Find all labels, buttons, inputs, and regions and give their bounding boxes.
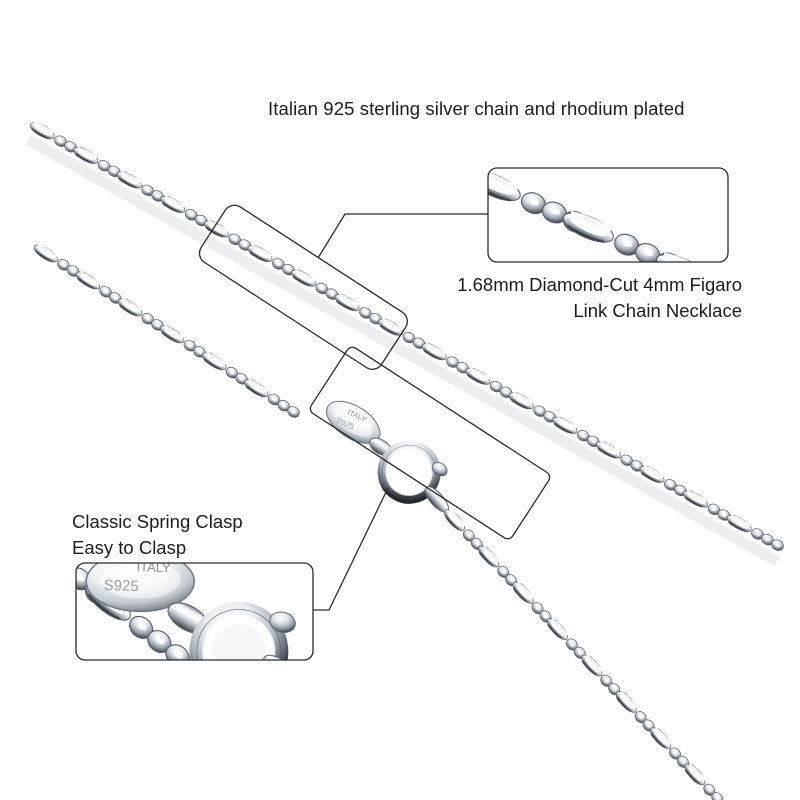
- headline-text: Italian 925 sterling silver chain and rh…: [268, 98, 685, 119]
- clasp-leader-line: [313, 487, 389, 611]
- clasp-callout-box[interactable]: [308, 345, 552, 541]
- stamp-s925-inset: S925: [103, 577, 139, 595]
- spring-clasp-main: ITALY S925: [326, 400, 734, 800]
- clasp-caption-text: Classic Spring Clasp Easy to Clasp: [72, 511, 243, 559]
- chain-strand-upper: [25, 118, 787, 567]
- figaro-leader-line: [317, 213, 488, 259]
- spring-clasp-detail-inset[interactable]: ITALY S925: [0, 498, 528, 800]
- stamp-italy-inset: ITALY: [136, 559, 171, 575]
- figaro-link-callout-box[interactable]: [195, 201, 411, 373]
- figaro-caption-text: 1.68mm Diamond-Cut 4mm Figaro Link Chain…: [457, 274, 742, 322]
- figaro-link-detail-inset[interactable]: [466, 166, 777, 320]
